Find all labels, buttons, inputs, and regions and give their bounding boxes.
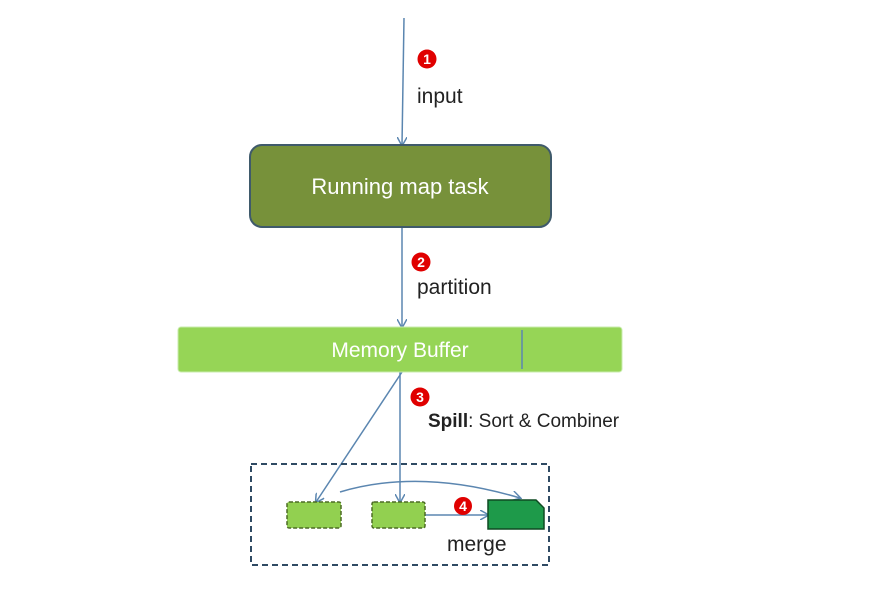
spill-label-bold: Spill <box>428 411 469 432</box>
map-task-box <box>249 144 552 228</box>
svg-text:1: 1 <box>423 51 431 67</box>
spill-label: Spill: Sort & Combiner <box>428 411 619 433</box>
merge-arrow-curved <box>339 480 520 498</box>
spill-file-1 <box>286 501 342 529</box>
svg-text:2: 2 <box>417 254 425 270</box>
merged-file <box>487 499 545 530</box>
map-task-node: Running map task <box>249 144 552 228</box>
svg-text:4: 4 <box>459 498 467 514</box>
partition-label: partition <box>417 276 492 299</box>
merge-label: merge <box>447 533 507 556</box>
step-3-badge: 3 <box>410 387 430 407</box>
map-task-label: Running map task <box>311 174 489 199</box>
memory-buffer-node: Memory Buffer <box>177 326 623 373</box>
spill-label-rest: : Sort & Combiner <box>468 411 620 432</box>
svg-text:3: 3 <box>416 389 424 405</box>
step-4-badge: 4 <box>454 497 472 515</box>
spill-file-2 <box>371 501 426 529</box>
step-2-badge: 2 <box>411 252 431 272</box>
input-arrow <box>402 17 404 145</box>
input-label: input <box>417 85 463 108</box>
step-1-badge: 1 <box>417 49 437 69</box>
spill-arrow-left <box>316 371 403 502</box>
memory-buffer-box <box>177 326 623 373</box>
memory-buffer-label: Memory Buffer <box>331 339 468 362</box>
